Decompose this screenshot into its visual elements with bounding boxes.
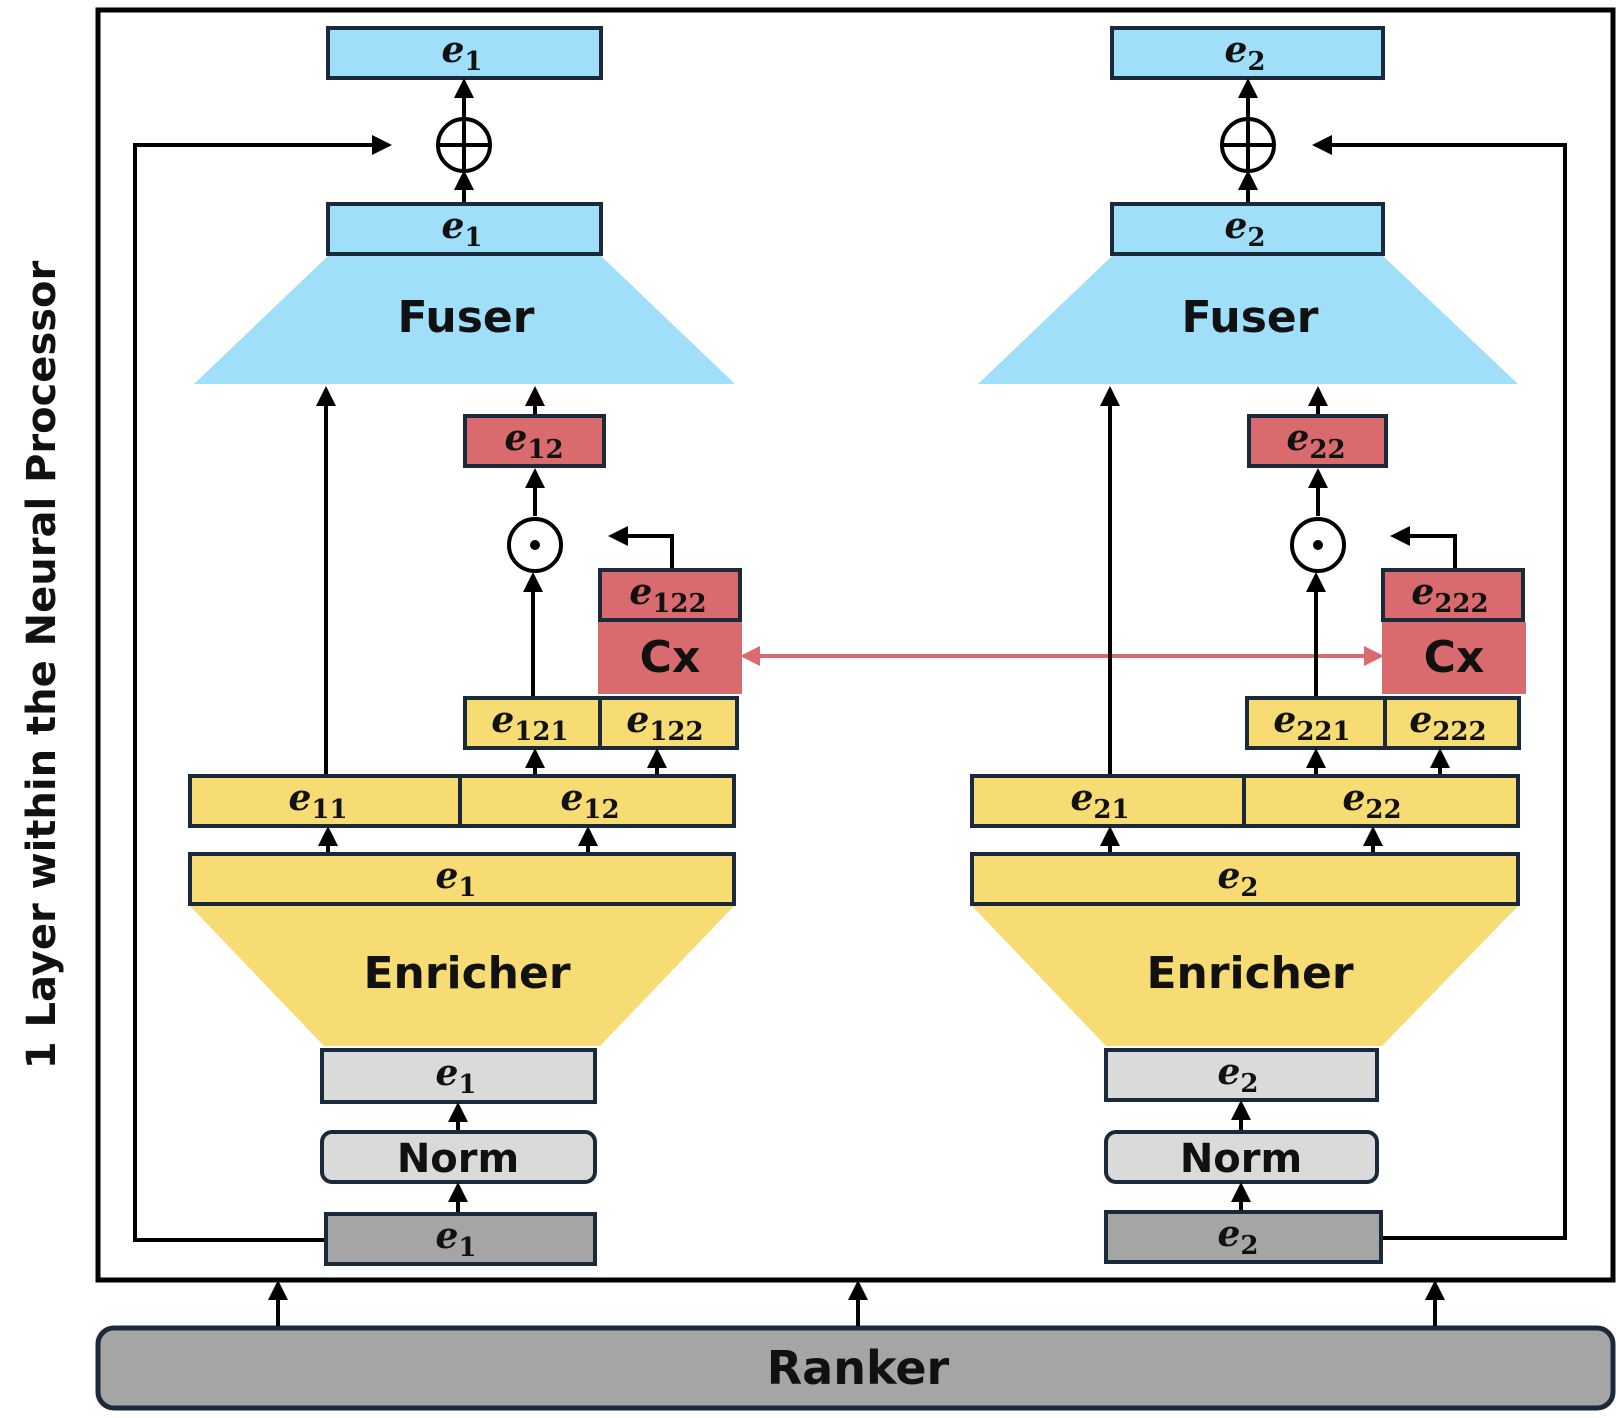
enricher-block-right bbox=[972, 906, 1518, 1046]
enrich-b-label-right: e22 bbox=[1342, 777, 1401, 825]
residual-wire-left bbox=[133, 135, 392, 1242]
add-icon-left bbox=[436, 117, 492, 173]
input-label-left: e1 bbox=[436, 1215, 477, 1263]
norm-label-left: Norm bbox=[397, 1136, 519, 1182]
split-b-box-left bbox=[598, 696, 739, 750]
enrich-a-label-right: e21 bbox=[1070, 777, 1129, 825]
split-b-label-right: e222 bbox=[1409, 699, 1486, 747]
split-a-label-left: e121 bbox=[491, 699, 568, 747]
enrich-a-box-left bbox=[188, 774, 462, 828]
enricher-output-label-left: e1 bbox=[436, 855, 477, 903]
fuser-output-label-left: e1 bbox=[442, 205, 483, 253]
top-output-label-left: e1 bbox=[442, 29, 483, 77]
cx-label-left: Cx bbox=[640, 632, 701, 683]
enricher-label-right: Enricher bbox=[1146, 948, 1353, 999]
norm-output-box-left bbox=[320, 1048, 597, 1104]
enricher-output-box-left bbox=[188, 852, 736, 906]
norm-output-label-left: e1 bbox=[436, 1052, 477, 1100]
cx-output-box-left bbox=[598, 568, 742, 622]
enrich-b-label-left: e12 bbox=[560, 777, 619, 825]
gate-output-box-right bbox=[1247, 414, 1388, 468]
split-b-box-right bbox=[1383, 696, 1521, 750]
ranker-label: Ranker bbox=[767, 1341, 950, 1395]
input-label-right: e2 bbox=[1218, 1213, 1259, 1261]
fuser-label-left: Fuser bbox=[398, 292, 535, 343]
enrich-b-box-left bbox=[458, 774, 736, 828]
norm-label-right: Norm bbox=[1180, 1136, 1302, 1182]
enrich-a-box-right bbox=[970, 774, 1246, 828]
norm-output-label-right: e2 bbox=[1218, 1051, 1259, 1099]
enrich-b-box-right bbox=[1242, 774, 1520, 828]
enrich-a-label-left: e11 bbox=[288, 777, 347, 825]
gate-output-label-right: e22 bbox=[1286, 417, 1345, 465]
residual-wire-right bbox=[1312, 135, 1567, 1240]
top-output-label-right: e2 bbox=[1225, 29, 1266, 77]
fuser-output-box-right bbox=[1110, 202, 1385, 256]
branch-right: e2 e2 Fuser e22 e222 Cx bbox=[970, 26, 1567, 1264]
cx-output-box-right bbox=[1381, 568, 1525, 622]
top-output-box-right bbox=[1110, 26, 1385, 80]
gate-output-label-left: e12 bbox=[504, 417, 563, 465]
enricher-output-box-right bbox=[970, 852, 1520, 906]
fuser-output-label-right: e2 bbox=[1225, 205, 1266, 253]
fuser-block-right bbox=[978, 256, 1518, 384]
ranker-box bbox=[95, 1325, 1616, 1411]
fuser-block-left bbox=[194, 256, 735, 384]
branch-left: e1 e1 Fuser e12 e122 Cx bbox=[133, 26, 742, 1266]
multiply-icon-right bbox=[1290, 517, 1346, 573]
split-b-label-left: e122 bbox=[626, 699, 703, 747]
multiply-icon-left bbox=[507, 517, 563, 573]
cx-output-label-right: e222 bbox=[1411, 571, 1488, 619]
input-box-left bbox=[324, 1212, 597, 1266]
add-icon-right bbox=[1220, 117, 1276, 173]
side-label: 1 Layer within the Neural Processor bbox=[19, 260, 65, 1069]
fuser-label-right: Fuser bbox=[1182, 292, 1319, 343]
input-box-right bbox=[1104, 1210, 1383, 1264]
enricher-block-left bbox=[190, 906, 734, 1046]
cx-block-right bbox=[1382, 622, 1526, 694]
cx-output-label-left: e122 bbox=[629, 571, 706, 619]
cx-block-left bbox=[598, 622, 742, 694]
gate-output-box-left bbox=[463, 414, 606, 468]
enricher-output-label-right: e2 bbox=[1218, 855, 1259, 903]
enricher-label-left: Enricher bbox=[363, 948, 570, 999]
fuser-output-box-left bbox=[326, 202, 603, 256]
cx-label-right: Cx bbox=[1424, 632, 1485, 683]
split-a-label-right: e221 bbox=[1273, 699, 1350, 747]
